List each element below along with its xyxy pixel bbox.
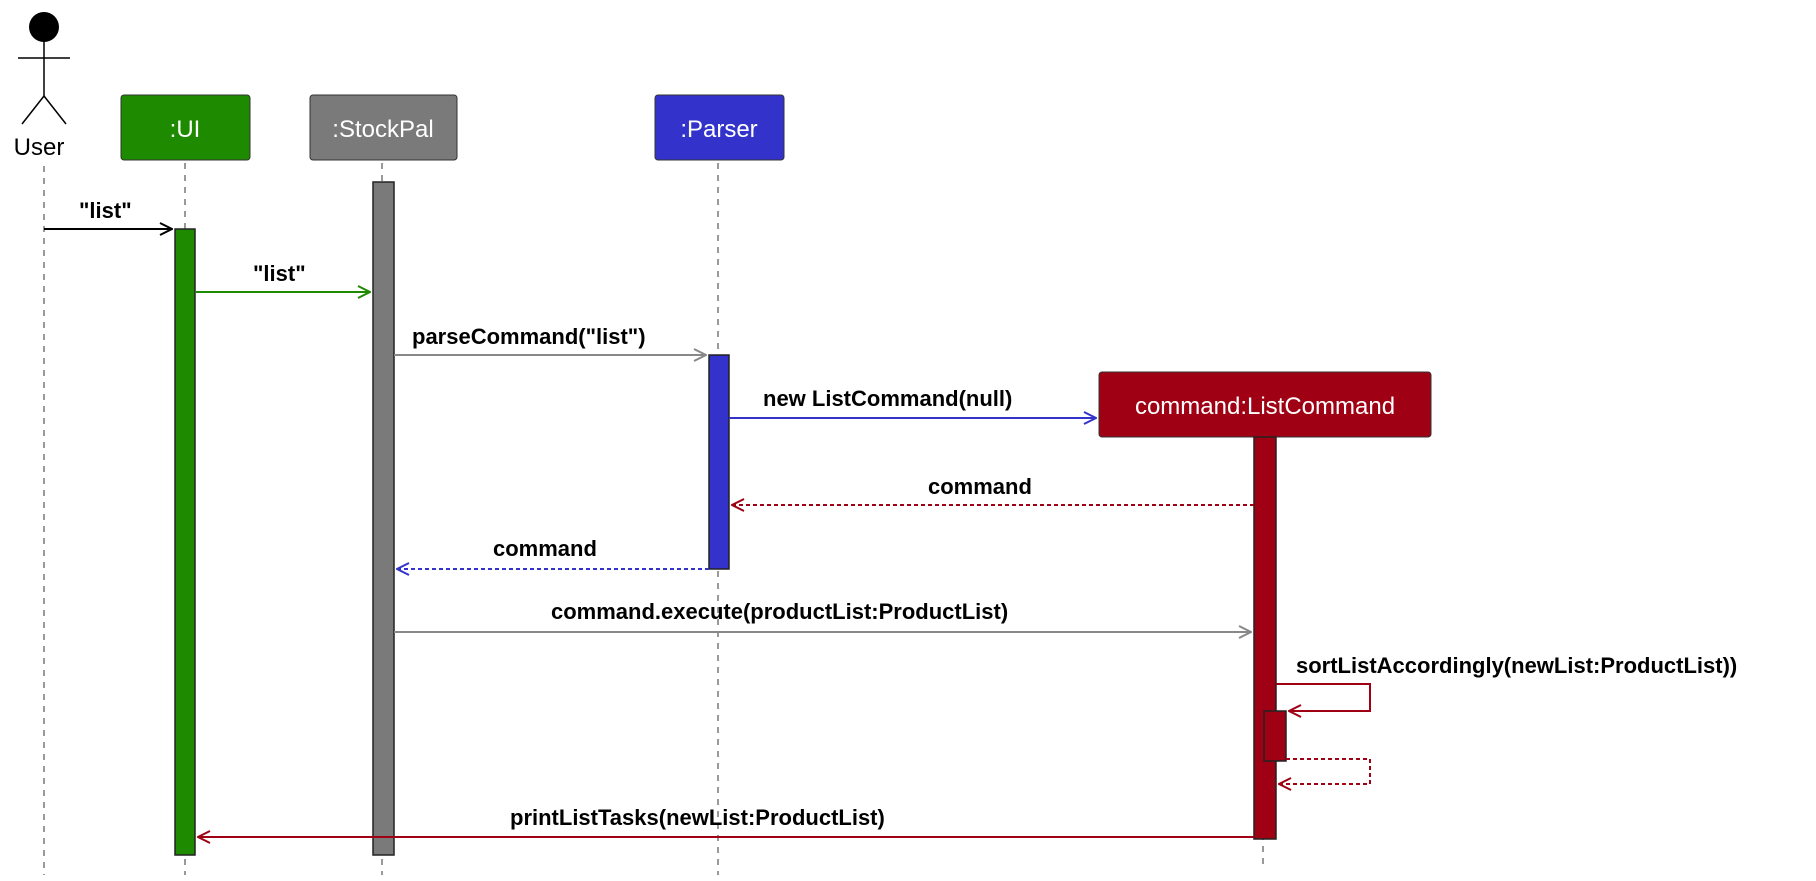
message-return-8 xyxy=(1279,758,1371,784)
message-arrow-8 xyxy=(1276,683,1371,711)
actor-label: User xyxy=(14,134,65,161)
activation-listcommand xyxy=(1253,436,1277,840)
participant-parser: :Parser xyxy=(654,94,785,161)
participant-ui: :UI xyxy=(120,94,251,161)
message-label-7: command.execute(productList:ProductList) xyxy=(551,599,1008,624)
message-label-6: command xyxy=(493,536,597,561)
participant-stockpal-label: :StockPal xyxy=(332,116,433,143)
message-label-2: "list" xyxy=(253,261,306,286)
activation-stockpal xyxy=(372,181,395,856)
participant-parser-label: :Parser xyxy=(680,116,757,143)
message-label-9: printListTasks(newList:ProductList) xyxy=(510,805,885,830)
message-label-1: "list" xyxy=(79,198,132,223)
actor-head xyxy=(29,12,59,42)
participant-listcommand-label: command:ListCommand xyxy=(1135,393,1395,420)
message-label-3: parseCommand("list") xyxy=(412,324,646,349)
message-label-8: sortListAccordingly(newList:ProductList)… xyxy=(1296,653,1737,678)
participant-stockpal: :StockPal xyxy=(309,94,458,161)
participant-ui-label: :UI xyxy=(170,116,201,143)
message-label-5: command xyxy=(928,474,1032,499)
participant-listcommand: command:ListCommand xyxy=(1098,371,1432,438)
actor-user: User xyxy=(14,12,70,161)
activation-parser xyxy=(708,354,730,570)
message-label-4: new ListCommand(null) xyxy=(763,386,1012,411)
activation-ui xyxy=(174,228,196,856)
activation-listcommand-self xyxy=(1263,710,1287,762)
